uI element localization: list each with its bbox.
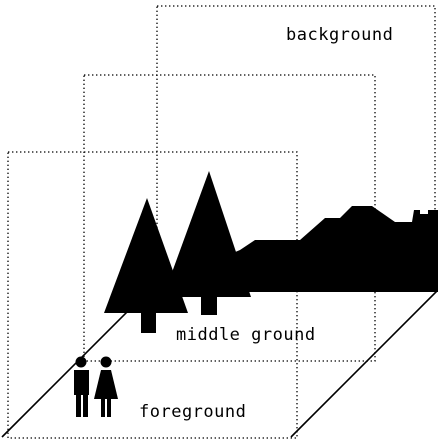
person-icon	[74, 356, 89, 417]
tree-icon	[163, 171, 251, 315]
foreground-label: foreground	[139, 402, 246, 422]
person-icon	[94, 356, 118, 417]
foreground-frame	[7, 151, 298, 439]
middle-ground-label: middle ground	[176, 325, 316, 345]
tree-icon	[104, 198, 188, 333]
background-label: background	[286, 25, 393, 45]
ground-right-edge	[290, 289, 438, 438]
